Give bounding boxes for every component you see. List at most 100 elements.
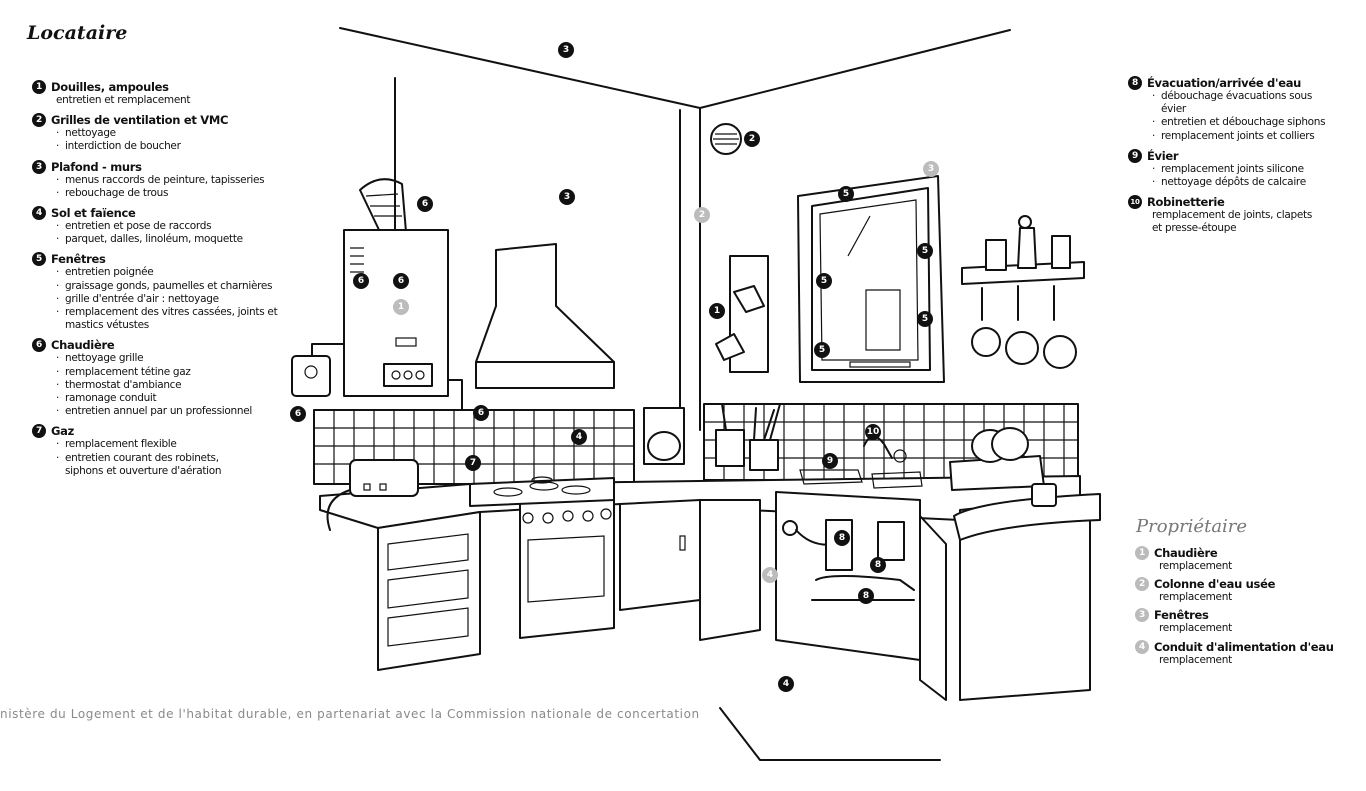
legend-bullet: débouchage évacuations sous évier [1152,90,1327,116]
boiler [291,178,463,461]
marker-water-supply-owner: 4 [762,567,778,583]
number-icon: 10 [1128,195,1142,210]
marker-window-right: 5 [917,243,933,259]
number-icon: 7 [32,424,46,439]
legend-bullet: grille d'entrée d'air : nettoyage [56,293,296,306]
legend-bullet: entretien et pose de raccords [56,220,271,233]
number-icon: 1 [1135,546,1149,560]
legend-item-title: Douilles, ampoules [51,80,169,94]
owner-legend: 1 Chaudière remplacement 2 Colonne d'eau u… [1135,546,1361,667]
owner-item-detail: remplacement [1159,560,1232,572]
number-icon: 3 [32,159,46,174]
owner-item-3: 3 Fenêtres remplacement [1135,608,1361,635]
owner-item-detail: remplacement [1159,653,1232,666]
number-icon: 4 [1135,639,1149,654]
marker-wall-left: 3 [559,189,575,205]
legend-item-title: Sol et faïence [51,206,136,221]
legend-item-title: Chaudière [51,338,115,353]
legend-bullet: thermostat d'ambiance [56,379,256,392]
dish-rack [949,427,1057,507]
marker-drain-a: 8 [870,557,886,573]
window [797,175,945,383]
number-icon: 2 [32,113,46,128]
legend-item-title: Robinetterie [1147,195,1225,210]
legend-item-title: Plafond - murs [51,159,142,174]
marker-lamp: 1 [709,303,725,319]
number-icon: 6 [32,338,46,353]
owner-item-title: Colonne d'eau usée [1154,577,1276,592]
legend-bullet: entretien annuel par un professionnel [56,405,256,418]
legend-bullet: remplacement joints silicone [1152,163,1348,176]
number-icon: 2 [1135,577,1149,592]
legend-bullet: ramonage conduit [56,392,256,405]
legend-item-10: 10 Robinetterie remplacement de joints, c… [1128,195,1348,235]
marker-window-top: 5 [838,186,854,202]
legend-bullet: interdiction de boucher [56,140,282,153]
number-icon: 5 [32,252,46,267]
legend-bullet: entretien courant des robinets, siphons … [56,452,256,478]
owner-item-title: Conduit d'alimentation d'eau [1154,639,1334,654]
owner-item-title: Fenêtres [1154,608,1209,623]
marker-siphon: 8 [834,530,850,546]
counter-items [643,403,781,471]
legend-bullet: menus raccords de peinture, tapisseries [56,174,271,187]
legend-item-title: Grilles de ventilation et VMC [51,113,229,128]
marker-window-right2: 5 [917,311,933,327]
owner-title: Propriétaire [1136,516,1248,537]
shelf-pans [961,215,1085,369]
owner-item-1: 1 Chaudière remplacement [1135,546,1361,573]
marker-column: 2 [694,207,710,223]
marker-window-owner: 3 [923,161,939,177]
wall-lamp [715,255,769,373]
marker-boiler-body-b: 6 [393,273,409,289]
marker-floor: 4 [778,676,794,692]
legend-item-title: Évacuation/arrivée d'eau [1147,76,1302,90]
legend-item-detail: remplacement de joints, clapets et press… [1152,209,1312,235]
legend-bullet: entretien et débouchage siphons [1152,116,1327,129]
room-outline [339,27,1011,761]
legend-bullet: nettoyage grille [56,352,256,365]
owner-item-4: 4 Conduit d'alimentation d'eau remplaceme… [1135,639,1361,667]
marker-window-left: 5 [816,273,832,289]
marker-tap: 10 [865,424,881,440]
number-icon: 1 [32,80,46,94]
marker-tiles: 4 [571,429,587,445]
legend-bullet: remplacement flexible [56,438,256,451]
legend-bullet: parquet, dalles, linoléum, moquette [56,233,271,246]
legend-item-detail: entretien et remplacement [56,94,191,106]
legend-item-9: 9 Évier remplacement joints silicone nett… [1128,148,1348,189]
legend-item-2: 2 Grilles de ventilation et VMC nettoyage… [32,113,282,154]
number-icon: 3 [1135,608,1149,623]
marker-drain-b: 8 [858,588,874,604]
number-icon: 9 [1128,148,1142,163]
marker-boiler-owner: 1 [393,299,409,315]
footer-credit: nistère du Logement et de l'habitat dura… [0,707,700,721]
marker-boiler-pipe: 6 [417,196,433,212]
marker-window-bottom: 5 [814,342,830,358]
marker-gas-flexible: 7 [465,455,481,471]
marker-vent: 2 [744,131,760,147]
legend-bullet: nettoyage dépôts de calcaire [1152,176,1348,189]
legend-bullet: remplacement tétine gaz [56,366,256,379]
legend-bullet: remplacement des vitres cassées, joints … [56,306,296,332]
marker-thermostat: 6 [290,406,306,422]
tenant-legend-left: 1 Douilles, ampoules entretien et remplac… [32,80,282,478]
legend-item-3: 3 Plafond - murs menus raccords de peintu… [32,159,282,200]
owner-item-detail: remplacement [1159,622,1232,635]
counters [319,459,1101,701]
legend-bullet: entretien poignée [56,266,296,279]
owner-item-title: Chaudière [1154,546,1218,560]
marker-gas-valve: 6 [473,405,489,421]
marker-ceiling: 3 [558,42,574,58]
legend-item-title: Évier [1147,148,1179,163]
legend-bullet: nettoyage [56,127,282,140]
legend-item-title: Fenêtres [51,252,106,267]
vent-grille [710,123,742,155]
tenant-title: Locataire [27,22,128,44]
legend-bullet: rebouchage de trous [56,187,271,200]
